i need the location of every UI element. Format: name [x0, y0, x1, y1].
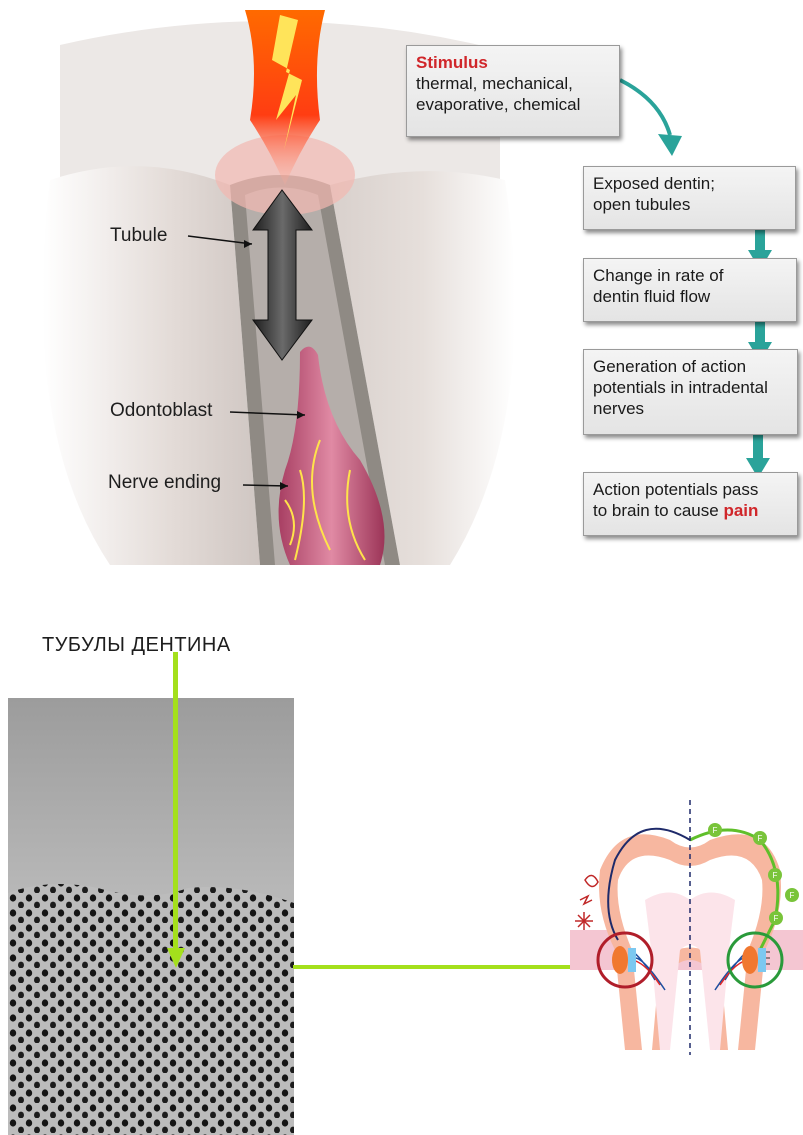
step3-line-1: Generation of action: [593, 356, 788, 377]
fluoride-marker-4: F: [790, 891, 795, 900]
fluoride-marker-1: F: [713, 826, 718, 835]
step2-line-1: Change in rate of: [593, 265, 787, 286]
step1-line-1: Exposed dentin;: [593, 173, 786, 194]
fluoride-marker-3: F: [773, 871, 778, 880]
step3-line-2: potentials in intradental: [593, 377, 788, 398]
action-potentials-box: Generation of action potentials in intra…: [583, 349, 798, 435]
step4-prefix: to brain to cause: [593, 501, 719, 520]
stimulus-line-2: evaporative, chemical: [416, 94, 610, 115]
nerve-ending-label: Nerve ending: [108, 472, 221, 494]
step3-line-3: nerves: [593, 398, 788, 419]
step1-line-2: open tubules: [593, 194, 786, 215]
odontoblast-label: Odontoblast: [110, 400, 212, 422]
step4-line-2: to brain to cause pain: [593, 500, 788, 521]
brain-pain-box: Action potentials pass to brain to cause…: [583, 472, 798, 536]
fluid-flow-box: Change in rate of dentin fluid flow: [583, 258, 797, 322]
stimulus-box: Stimulus thermal, mechanical, evaporativ…: [406, 45, 620, 137]
tooth-diagram: F F F F F: [570, 800, 803, 1055]
tubule-label: Tubule: [110, 225, 167, 247]
stimulus-title: Stimulus: [416, 52, 610, 73]
exposed-dentin-box: Exposed dentin; open tubules: [583, 166, 796, 230]
step4-line-1: Action potentials pass: [593, 479, 788, 500]
pain-word: pain: [723, 501, 758, 520]
stimulus-line-1: thermal, mechanical,: [416, 73, 610, 94]
fluoride-marker-2: F: [758, 834, 763, 843]
fluoride-marker-5: F: [774, 914, 779, 923]
step2-line-2: dentin fluid flow: [593, 286, 787, 307]
